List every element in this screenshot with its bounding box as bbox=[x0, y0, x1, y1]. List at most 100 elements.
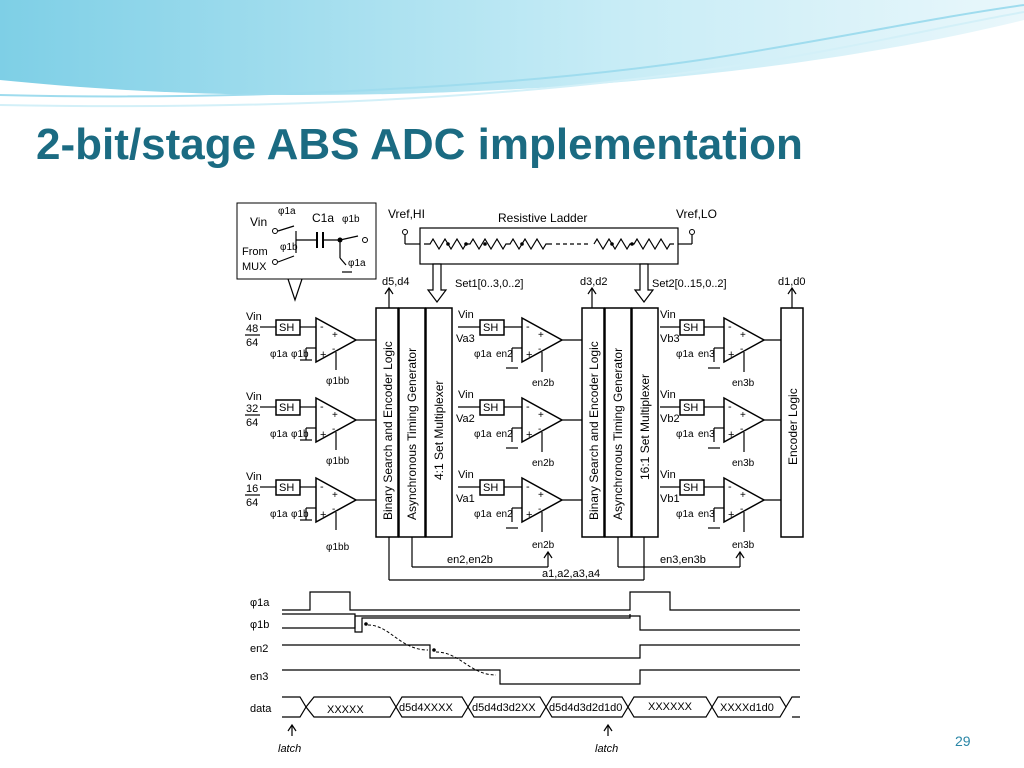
output-d54: d5,d4 bbox=[382, 276, 410, 288]
vref-lo-label: Vref,LO bbox=[676, 207, 717, 221]
inset-phi1b-label: φ1b bbox=[342, 214, 360, 225]
stage2-comparator-row: Vin SH Va1 φ1a en2 - + + - en2b bbox=[456, 469, 582, 551]
data-value: d5d4XXXX bbox=[399, 702, 453, 714]
svg-text:φ1a: φ1a bbox=[270, 509, 288, 520]
inset-phi1a-lower: φ1a bbox=[348, 258, 366, 269]
svg-text:en2b: en2b bbox=[532, 540, 555, 551]
svg-text:Vb2: Vb2 bbox=[660, 413, 680, 425]
sc-inset: φ1a C1a φ1b Vin φ1a From MUX φ1b bbox=[236, 202, 377, 302]
svg-text:-: - bbox=[320, 481, 324, 493]
svg-text:-: - bbox=[538, 424, 541, 435]
svg-text:-: - bbox=[526, 401, 530, 413]
data-value: XXXXX bbox=[327, 704, 364, 716]
svg-text:+: + bbox=[526, 349, 532, 361]
svg-text:+: + bbox=[740, 410, 746, 421]
encoder-block bbox=[780, 307, 804, 538]
svg-text:SH: SH bbox=[279, 322, 294, 334]
encoder-label: Encoder Logic bbox=[786, 388, 800, 465]
page-number: 29 bbox=[955, 733, 971, 749]
svg-text:+: + bbox=[332, 490, 338, 501]
output-d10: d1,d0 bbox=[778, 276, 806, 288]
inset-phi1a-label: φ1a bbox=[278, 206, 296, 217]
stage1-comparator-row: Vin 32 64 SH φ1a φ1b - + + - φ1bb bbox=[245, 391, 376, 467]
svg-text:φ1bb: φ1bb bbox=[326, 456, 350, 467]
svg-text:φ1a: φ1a bbox=[676, 349, 694, 360]
svg-text:Vin: Vin bbox=[458, 309, 474, 321]
digital-outputs: d5,d4 d3,d2 d1,d0 bbox=[382, 276, 806, 308]
svg-text:φ1bb: φ1bb bbox=[326, 376, 350, 387]
mux2-label: 16:1 Set Multiplexer bbox=[638, 374, 652, 480]
svg-text:Vin: Vin bbox=[458, 389, 474, 401]
bus-en2-label: en2,en2b bbox=[447, 554, 493, 566]
svg-text:SH: SH bbox=[279, 402, 294, 414]
svg-text:64: 64 bbox=[246, 497, 258, 509]
stage3-comparator-row: Vin SH Vb3 φ1a en3 - + + - en3b bbox=[660, 309, 781, 389]
svg-text:-: - bbox=[538, 504, 541, 515]
svg-text:-: - bbox=[728, 321, 732, 333]
latch-label: latch bbox=[595, 743, 618, 755]
svg-text:+: + bbox=[538, 330, 544, 341]
atg2-block bbox=[604, 307, 632, 538]
timing-label-phi1b: φ1b bbox=[250, 619, 269, 631]
logic-blocks: Binary Search and Encoder Logic Asynchro… bbox=[375, 307, 804, 538]
data-value: d5d4d3d2XX bbox=[472, 702, 536, 714]
svg-text:-: - bbox=[740, 424, 743, 435]
inset-vin-label: Vin bbox=[250, 215, 267, 229]
bsel2-label: Binary Search and Encoder Logic bbox=[587, 341, 601, 520]
svg-text:+: + bbox=[332, 410, 338, 421]
svg-text:φ1a: φ1a bbox=[474, 509, 492, 520]
timing-diagram: φ1a φ1b en2 en3 data XXXXX d5d4XXXX d5d4… bbox=[250, 591, 800, 755]
svg-text:-: - bbox=[332, 424, 335, 435]
svg-text:64: 64 bbox=[246, 337, 258, 349]
set1-label: Set1[0..3,0..2] bbox=[455, 278, 524, 290]
timing-label-en2: en2 bbox=[250, 643, 268, 655]
svg-text:Vin: Vin bbox=[246, 471, 262, 483]
bus-en3-label: en3,en3b bbox=[660, 554, 706, 566]
svg-text:Vin: Vin bbox=[458, 469, 474, 481]
vref-hi-label: Vref,HI bbox=[388, 207, 425, 221]
svg-text:φ1a: φ1a bbox=[270, 349, 288, 360]
svg-text:SH: SH bbox=[483, 402, 498, 414]
svg-text:+: + bbox=[538, 410, 544, 421]
svg-text:-: - bbox=[332, 344, 335, 355]
inset-from-label: From bbox=[242, 246, 268, 258]
stage2-comparator-row: Vin SH Va2 φ1a en2 - + + - en2b bbox=[456, 389, 582, 469]
svg-text:+: + bbox=[728, 509, 734, 521]
stage3-comparator-row: Vin SH Vb1 φ1a en3 - + + - en3b bbox=[660, 469, 781, 551]
inset-cap-label: C1a bbox=[312, 211, 334, 225]
svg-text:en2: en2 bbox=[496, 349, 513, 360]
svg-text:φ1a: φ1a bbox=[474, 429, 492, 440]
svg-text:+: + bbox=[740, 490, 746, 501]
svg-text:Vb3: Vb3 bbox=[660, 333, 680, 345]
svg-text:φ1b: φ1b bbox=[291, 429, 309, 440]
svg-text:en2: en2 bbox=[496, 429, 513, 440]
svg-text:64: 64 bbox=[246, 417, 258, 429]
svg-text:Vin: Vin bbox=[660, 389, 676, 401]
svg-text:Va2: Va2 bbox=[456, 413, 475, 425]
bsel1-block bbox=[375, 307, 399, 538]
svg-text:-: - bbox=[740, 344, 743, 355]
svg-text:16: 16 bbox=[246, 483, 258, 495]
svg-text:φ1a: φ1a bbox=[270, 429, 288, 440]
svg-text:Vin: Vin bbox=[246, 391, 262, 403]
data-value: d5d4d3d2d1d0 bbox=[549, 702, 622, 714]
stage3-comparator-row: Vin SH Vb2 φ1a en3 - + + - en3b bbox=[660, 389, 781, 469]
data-value: XXXXXX bbox=[648, 701, 693, 713]
svg-text:φ1a: φ1a bbox=[676, 509, 694, 520]
svg-text:+: + bbox=[740, 330, 746, 341]
svg-text:SH: SH bbox=[683, 482, 698, 494]
svg-text:+: + bbox=[728, 429, 734, 441]
set2-label: Set2[0..15,0..2] bbox=[652, 278, 727, 290]
bsel2-block bbox=[581, 307, 605, 538]
svg-text:-: - bbox=[728, 481, 732, 493]
svg-text:SH: SH bbox=[279, 482, 294, 494]
svg-text:32: 32 bbox=[246, 403, 258, 415]
svg-text:+: + bbox=[526, 429, 532, 441]
atg1-block bbox=[398, 307, 426, 538]
timing-label-data: data bbox=[250, 703, 272, 715]
timing-label-en3: en3 bbox=[250, 671, 268, 683]
latch-label: latch bbox=[278, 743, 301, 755]
inset-phi1b-lower: φ1b bbox=[280, 242, 298, 253]
mux1-label: 4:1 Set Multiplexer bbox=[432, 381, 446, 480]
